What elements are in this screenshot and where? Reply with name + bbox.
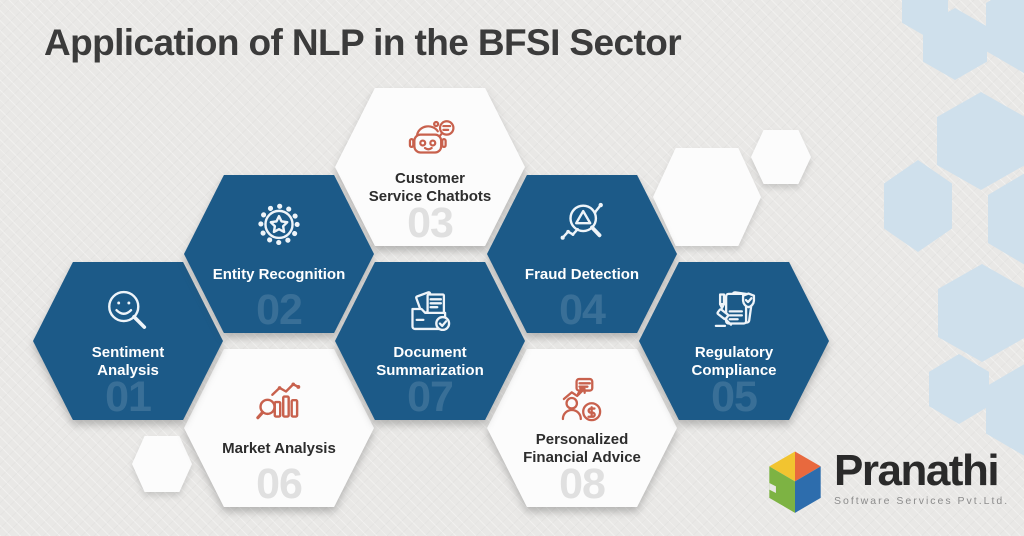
hexagon-personalized-financial-advice: Personalized Financial Advice 08 <box>487 349 677 507</box>
hexagon-document-summarization: Document Summarization 07 <box>335 262 525 420</box>
decorative-hexagon <box>132 436 192 492</box>
document-summarization-icon <box>335 284 525 340</box>
hex-label: Personalized Financial Advice <box>523 431 641 466</box>
hexagon-customer-service-chatbots: Customer Service Chatbots 03 <box>335 88 525 246</box>
logo-subtitle-text: Software Services Pvt.Ltd. <box>834 495 1010 508</box>
regulatory-compliance-icon <box>639 284 829 340</box>
background-hexagon-pattern <box>938 264 1024 362</box>
hex-label: Document Summarization <box>376 344 484 379</box>
background-hexagon-pattern <box>937 92 1024 190</box>
chatbot-icon <box>335 110 525 166</box>
hex-label: Market Analysis <box>222 440 336 458</box>
hex-number: 04 <box>559 286 606 334</box>
hex-number: 07 <box>407 373 454 421</box>
hex-number: 08 <box>559 460 606 508</box>
background-hexagon-pattern <box>986 0 1024 76</box>
hex-label: Customer Service Chatbots <box>368 170 492 205</box>
logo-cube-icon <box>769 451 821 513</box>
sentiment-analysis-icon <box>33 284 223 340</box>
company-logo: Pranathi Software Services Pvt.Ltd. <box>766 446 1010 518</box>
hex-label: Entity Recognition <box>212 266 346 284</box>
hexagon-entity-recognition: Entity Recognition 02 <box>184 175 374 333</box>
hex-number: 01 <box>105 373 152 421</box>
fraud-detection-icon <box>487 197 677 253</box>
background-hexagon-pattern <box>986 362 1024 458</box>
decorative-hexagon <box>653 148 761 246</box>
personalized-financial-advice-icon <box>487 371 677 427</box>
hex-number: 05 <box>711 373 758 421</box>
page-title: Application of NLP in the BFSI Sector <box>44 22 682 63</box>
logo-brand-text: Pranathi <box>834 446 1000 495</box>
entity-recognition-icon <box>184 197 374 253</box>
background-hexagon-pattern <box>988 170 1024 268</box>
market-analysis-icon <box>184 371 374 427</box>
hex-number: 03 <box>407 199 454 247</box>
background-hexagon-pattern <box>929 354 989 424</box>
decorative-hexagon <box>751 130 811 184</box>
hex-label: Sentiment Analysis <box>91 344 165 379</box>
hexagon-sentiment-analysis: Sentiment Analysis 01 <box>33 262 223 420</box>
hex-number: 06 <box>256 460 303 508</box>
background-hexagon-pattern <box>884 160 952 252</box>
hexagon-fraud-detection: Fraud Detection 04 <box>487 175 677 333</box>
hexagon-regulatory-compliance: Regulatory Compliance 05 <box>639 262 829 420</box>
hex-label: Regulatory Compliance <box>691 344 777 379</box>
hex-number: 02 <box>256 286 303 334</box>
hexagon-market-analysis: Market Analysis 06 <box>184 349 374 507</box>
hex-label: Fraud Detection <box>524 266 640 284</box>
